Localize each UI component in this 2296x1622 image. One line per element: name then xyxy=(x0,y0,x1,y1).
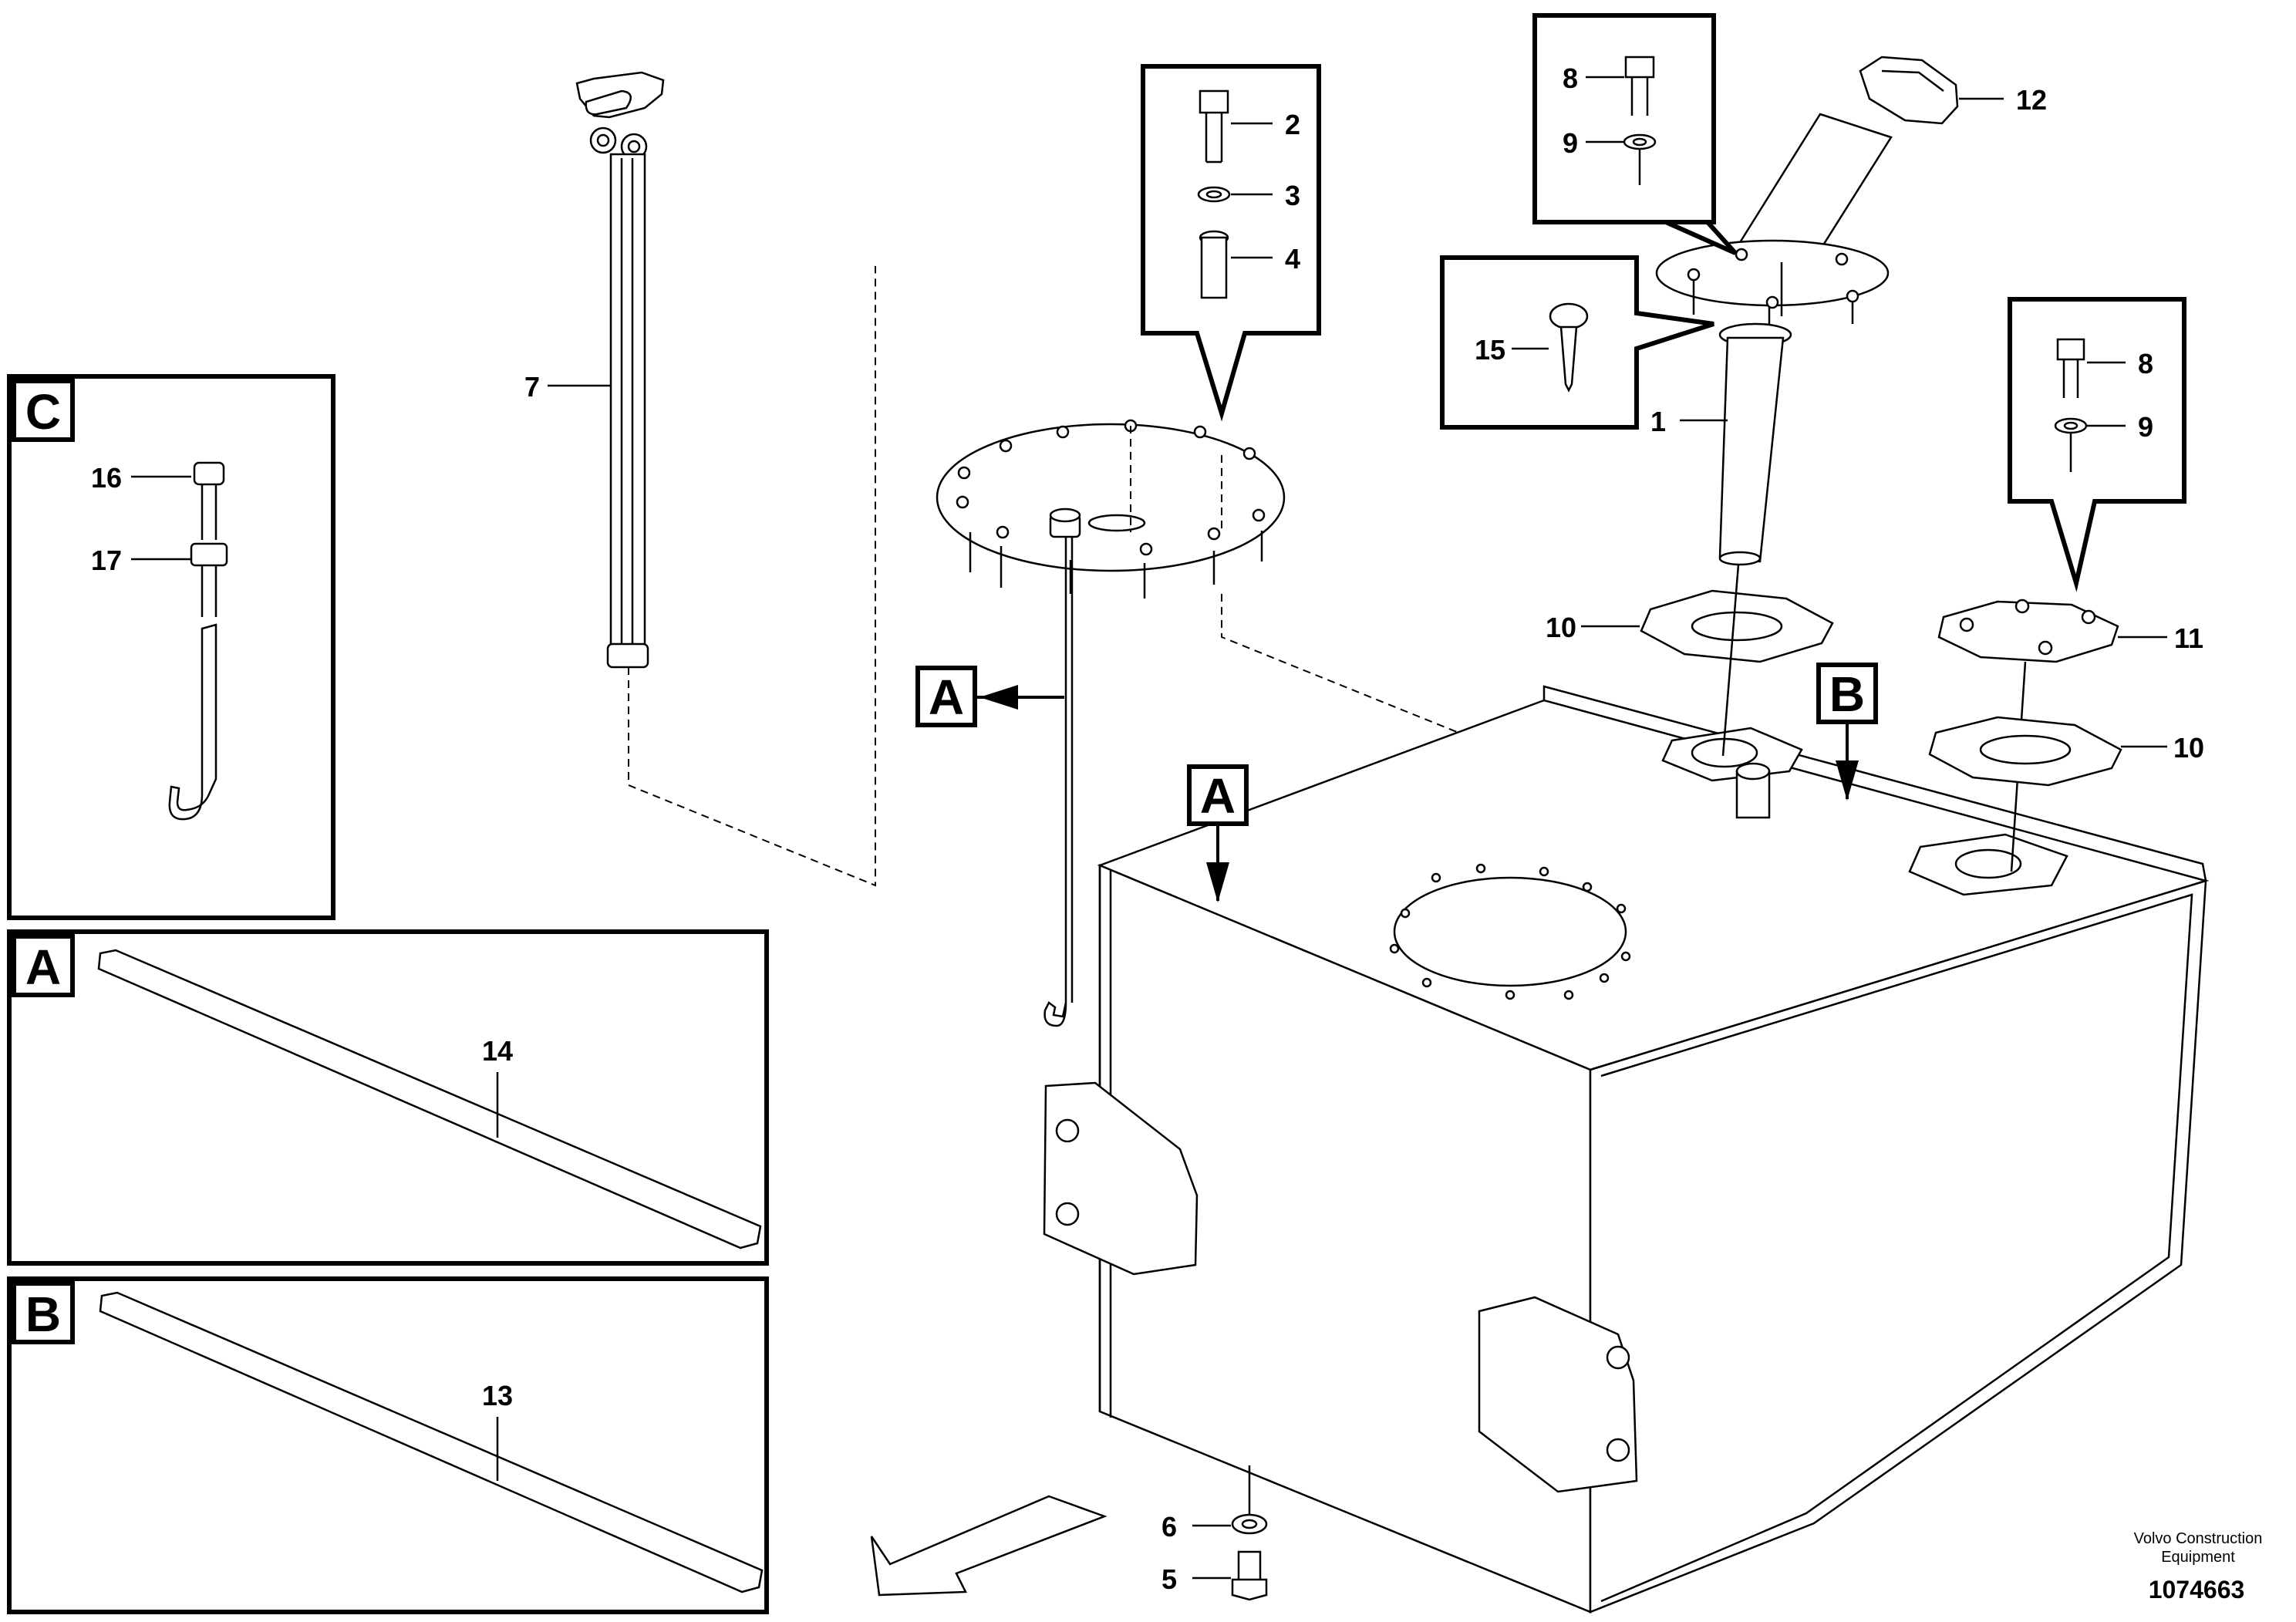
callout-a-sender-label: A xyxy=(929,669,964,725)
part-label-3: 3 xyxy=(1285,180,1300,211)
part-label-9-top: 9 xyxy=(1563,127,1578,159)
part-label-11: 11 xyxy=(2174,622,2203,654)
callout-b-tank-label: B xyxy=(1829,666,1865,722)
callout-b-tank: B xyxy=(1816,663,1878,801)
cover-plate-11-icon xyxy=(1937,599,2119,872)
part-label-15: 15 xyxy=(1475,334,1505,366)
callout-a-tank: A xyxy=(1187,764,1249,902)
callout-bolt-washer-top: 8 9 xyxy=(1532,13,1738,255)
part-label-7: 7 xyxy=(524,371,540,403)
part-label-8-right: 8 xyxy=(2138,348,2153,379)
callout-a-sender: A xyxy=(915,666,1064,727)
edge-trim-14-icon xyxy=(97,949,762,1249)
gasket-10-icon xyxy=(1640,564,1834,757)
filler-cap-12-icon xyxy=(1859,56,1959,125)
filler-tube-1-icon xyxy=(1718,322,1792,566)
credit-line-2: Equipment xyxy=(2161,1549,2235,1566)
part-label-4: 4 xyxy=(1285,243,1300,275)
edge-trim-13-icon xyxy=(99,1291,764,1593)
machine-direction-arrow-icon xyxy=(870,1495,1108,1597)
callout-bolt-washer-right: 8 9 xyxy=(2008,297,2186,592)
drain-plug-icon xyxy=(1231,1465,1268,1601)
detail-view-a: A 14 xyxy=(7,929,769,1266)
part-label-12: 12 xyxy=(2016,84,2047,116)
part-label-1: 1 xyxy=(1650,406,1666,437)
filler-neck-icon xyxy=(1655,113,1893,332)
callout-screw-15: 15 xyxy=(1440,255,1714,430)
part-label-16: 16 xyxy=(91,462,122,494)
document-number: 1074663 xyxy=(2149,1576,2245,1603)
part-label-14: 14 xyxy=(482,1035,513,1067)
detail-view-c: C 16 17 xyxy=(7,374,335,920)
gasket-10-right-icon xyxy=(1928,716,2122,787)
callout-bolt-washer-spacer: 2 3 4 xyxy=(1141,64,1321,422)
detail-b-label: B xyxy=(25,1286,61,1342)
part-label-10: 10 xyxy=(1546,612,1576,643)
part-label-9-right: 9 xyxy=(2138,411,2153,443)
part-label-2: 2 xyxy=(1285,109,1300,140)
detail-a-label: A xyxy=(25,939,61,995)
part-label-10-right: 10 xyxy=(2173,732,2204,764)
part-label-6: 6 xyxy=(1161,1511,1177,1543)
part-label-8-top: 8 xyxy=(1563,62,1578,94)
detail-view-b: B 13 xyxy=(7,1276,769,1614)
detail-c-label: C xyxy=(25,384,61,440)
part-label-5: 5 xyxy=(1161,1563,1177,1595)
callout-a-tank-label: A xyxy=(1200,768,1236,824)
part-label-13: 13 xyxy=(482,1380,513,1411)
bolt-17-icon xyxy=(168,461,228,821)
credit-line-1: Volvo Construction xyxy=(2134,1530,2263,1547)
sender-mounting-flange-icon xyxy=(936,419,1286,1027)
part-label-17: 17 xyxy=(91,545,122,576)
fuel-level-sender-7-icon xyxy=(575,71,665,669)
fuel-tank-icon xyxy=(1043,685,2210,1614)
